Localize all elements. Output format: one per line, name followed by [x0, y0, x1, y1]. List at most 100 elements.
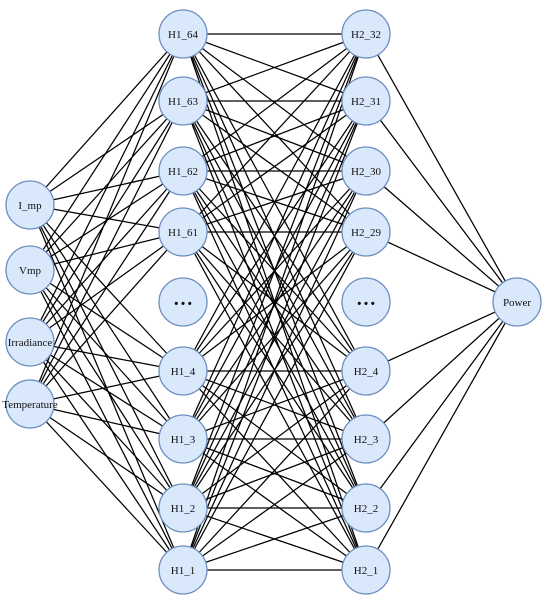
connection-edge [29, 341, 184, 509]
connection-edge [29, 403, 184, 509]
input-node: I_mp [5, 180, 55, 230]
connection-edge [29, 33, 184, 206]
node-label: Vmp [19, 265, 42, 277]
node-label: H1_2 [171, 503, 195, 515]
connection-edge [365, 231, 518, 303]
node-circle [341, 483, 391, 533]
connection-edge [182, 33, 367, 172]
node-circle [158, 346, 208, 396]
connection-edge [365, 33, 518, 303]
connection-edge [29, 231, 184, 405]
connection-edge [29, 100, 184, 405]
connection-edge [182, 100, 367, 509]
node-circle [5, 317, 55, 367]
hidden1-node: H1_4 [158, 346, 208, 396]
connection-edge [182, 438, 367, 571]
ellipsis-label: … [173, 288, 193, 310]
input-node: Vmp [5, 245, 55, 295]
connection-edge [29, 231, 184, 271]
connection-edge [365, 301, 518, 509]
node-label: H1_63 [168, 96, 198, 108]
node-label: H2_1 [354, 565, 378, 577]
node-circle [341, 76, 391, 126]
node-circle [158, 146, 208, 196]
connection-edge [29, 269, 184, 509]
node-circle [492, 277, 542, 327]
connection-edge [29, 269, 184, 440]
node-circle [341, 146, 391, 196]
connection-edge [182, 33, 367, 102]
hidden1-node: H1_2 [158, 483, 208, 533]
connection-edge [182, 231, 367, 571]
node-circle [158, 9, 208, 59]
node-label: H2_2 [354, 503, 378, 515]
connection-edge [182, 33, 367, 233]
connection-edge [182, 370, 367, 571]
connection-edge [182, 170, 367, 571]
node-circle [5, 245, 55, 295]
node-circle [341, 9, 391, 59]
connection-edge [29, 269, 184, 571]
connection-edge [29, 33, 184, 271]
hidden1-node: H1_63 [158, 76, 208, 126]
node-label: H1_3 [171, 434, 196, 446]
node-label: H2_31 [351, 96, 381, 108]
node-circle [5, 379, 55, 429]
hidden2-node: H2_32 [341, 9, 391, 59]
node-circle [341, 207, 391, 257]
hidden2-node: H2_2 [341, 483, 391, 533]
node-label: H2_29 [351, 227, 381, 239]
connection-edge [29, 170, 184, 405]
connection-edge [29, 341, 184, 372]
node-label: Irradiance [8, 337, 53, 349]
connection-edge [29, 370, 184, 405]
node-label: Temperature [2, 399, 58, 411]
connection-edge [29, 100, 184, 271]
node-label: H2_4 [354, 366, 379, 378]
connection-edge [29, 403, 184, 571]
connection-edge [182, 170, 367, 509]
connection-edge [29, 403, 184, 440]
hidden1-ellipsis-node: … [158, 277, 208, 327]
hidden2-node: H2_3 [341, 414, 391, 464]
connections [29, 33, 518, 571]
connection-edge [182, 438, 367, 509]
hidden1-node: H1_64 [158, 9, 208, 59]
connection-edge [365, 100, 518, 303]
node-label: H2_3 [354, 434, 379, 446]
connection-edge [29, 100, 184, 343]
connection-edge [29, 170, 184, 343]
node-label: H1_61 [168, 227, 198, 239]
node-circle [341, 414, 391, 464]
connection-edge [29, 341, 184, 440]
node-circle [341, 277, 391, 327]
input-node: Temperature [2, 379, 58, 429]
connection-edge [182, 33, 367, 372]
hidden1-node: H1_3 [158, 414, 208, 464]
node-circle [5, 180, 55, 230]
hidden1-node: H1_1 [158, 545, 208, 595]
connection-edge [182, 100, 367, 571]
node-label: H1_4 [171, 366, 196, 378]
hidden2-ellipsis-node: … [341, 277, 391, 327]
node-label: H1_62 [168, 166, 198, 178]
node-circle [158, 277, 208, 327]
output-node: Power [492, 277, 542, 327]
input-node: Irradiance [5, 317, 55, 367]
ellipsis-label: … [356, 288, 376, 310]
node-circle [341, 545, 391, 595]
connection-edge [182, 33, 367, 509]
connection-edge [29, 33, 184, 405]
hidden2-node: H2_1 [341, 545, 391, 595]
hidden1-node: H1_61 [158, 207, 208, 257]
node-circle [158, 483, 208, 533]
hidden2-node: H2_29 [341, 207, 391, 257]
connection-edge [182, 370, 367, 509]
connection-edge [29, 33, 184, 343]
connection-edge [365, 301, 518, 372]
node-circle [158, 207, 208, 257]
connection-edge [365, 301, 518, 440]
connection-edge [182, 33, 367, 440]
